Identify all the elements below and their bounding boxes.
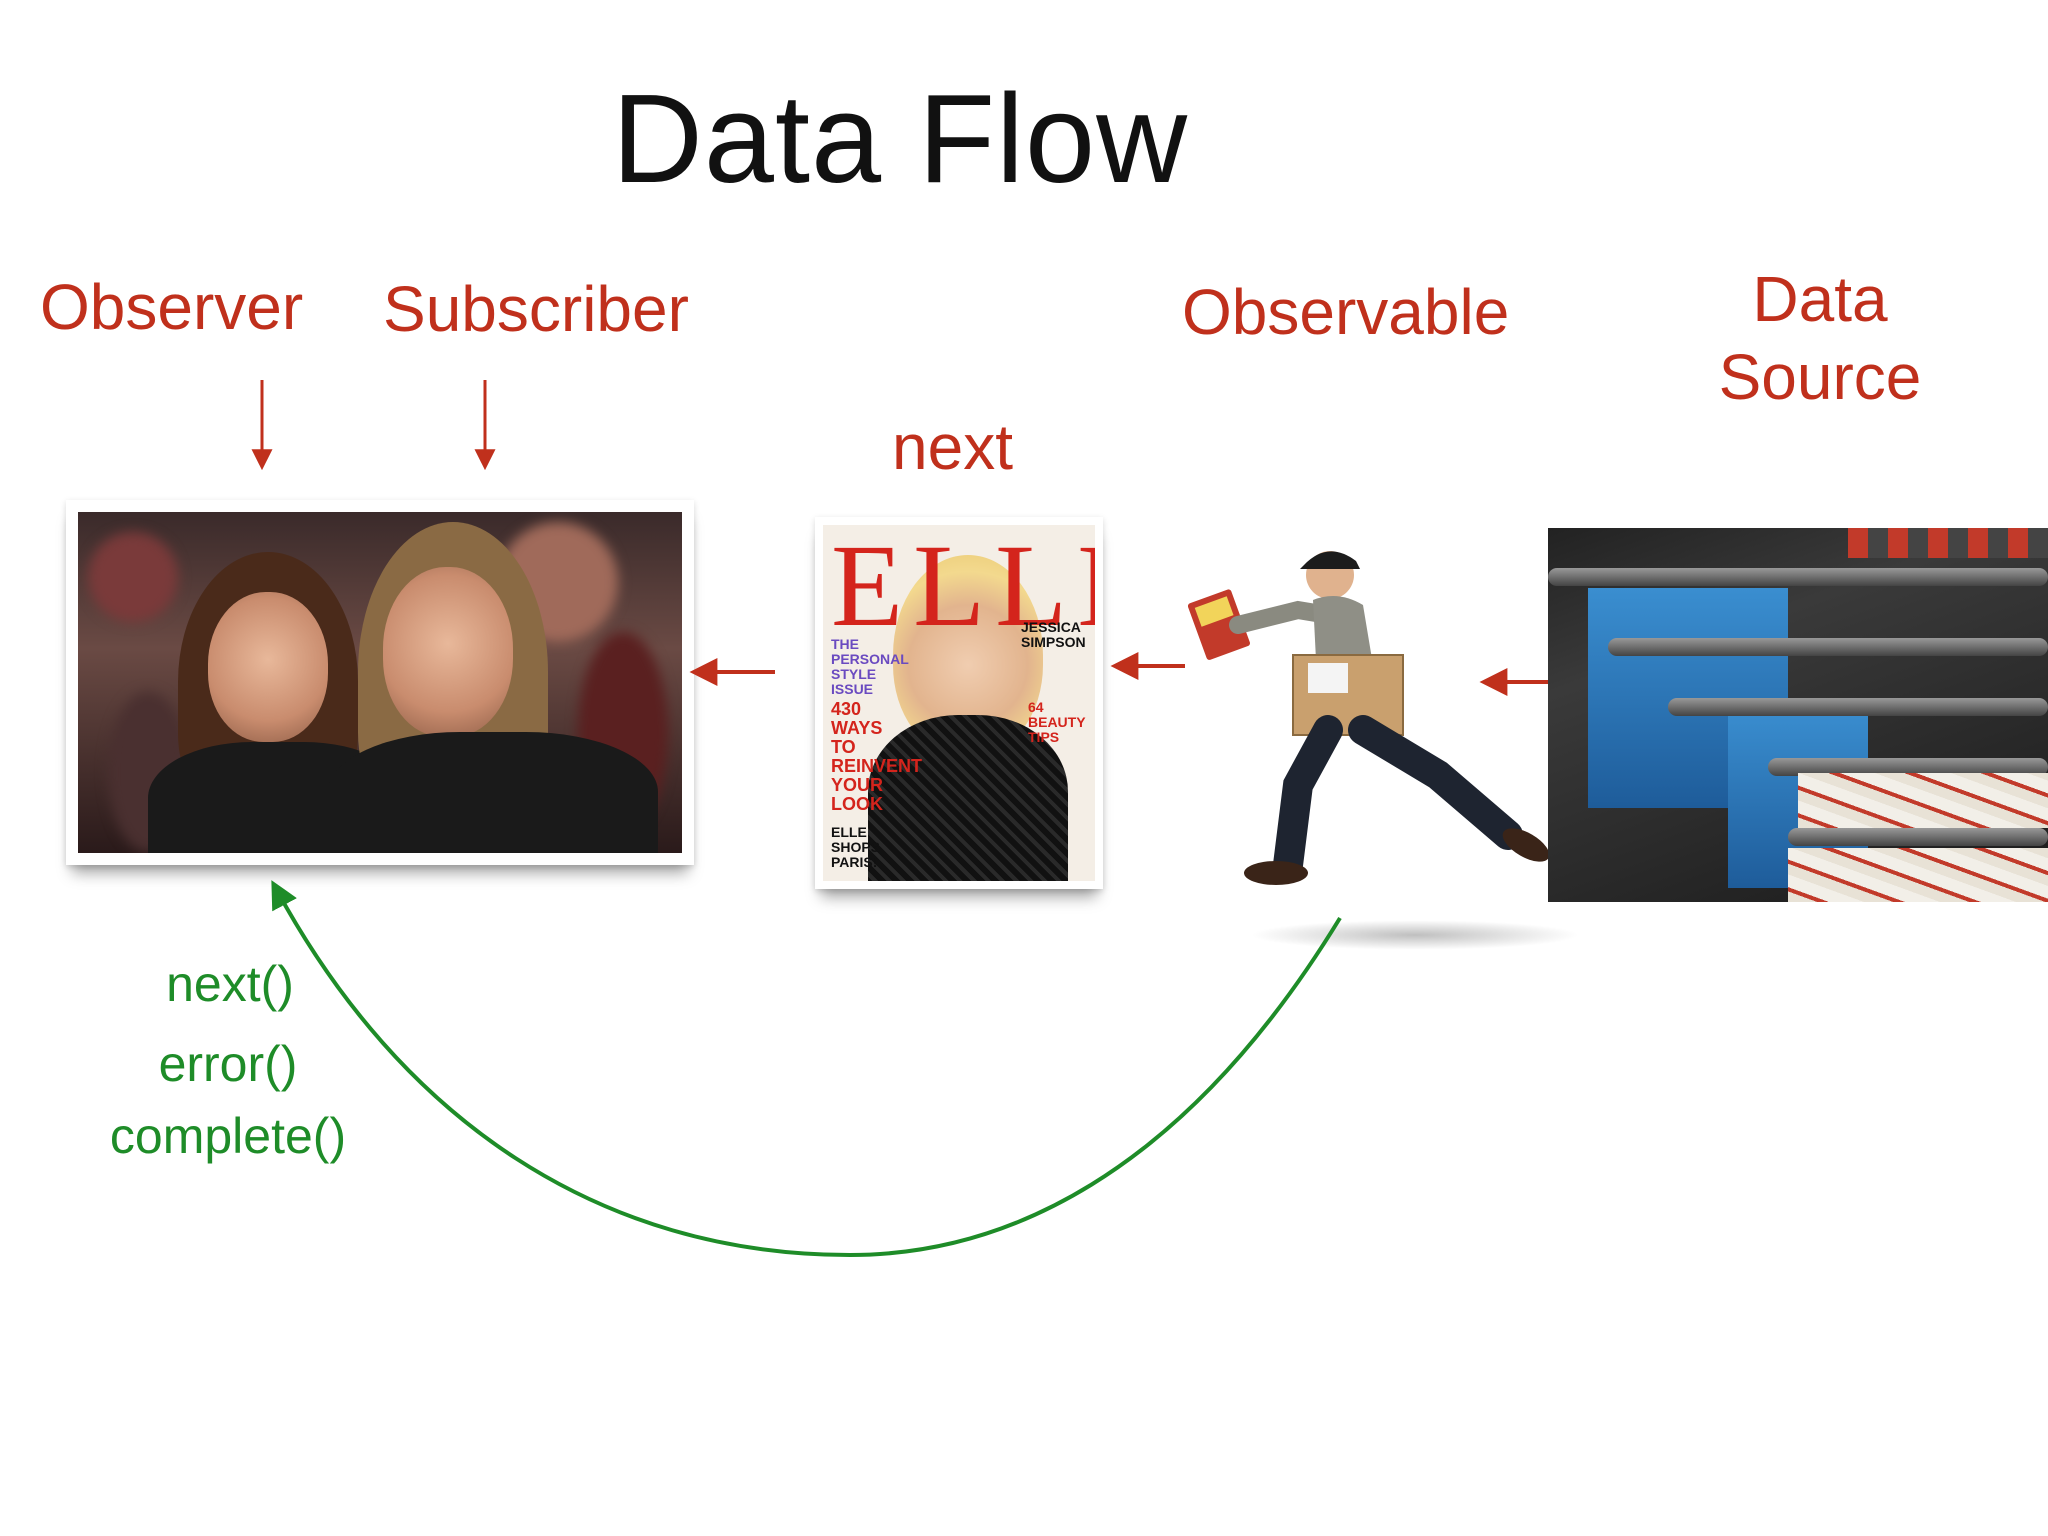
observer-label: Observer <box>40 271 304 343</box>
magazine-cover: ELLE THE PERSONAL STYLE ISSUE 430 WAYS T… <box>823 525 1095 881</box>
cover-line: THE PERSONAL STYLE ISSUE <box>831 636 909 697</box>
courier-photo <box>1187 535 1558 895</box>
courier-shadow <box>1250 920 1580 950</box>
next-label: next <box>892 411 1013 483</box>
printing-press-photo <box>1548 528 2048 902</box>
magazine-logo: ELLE <box>831 525 1095 651</box>
cover-line: 430 WAYS TO REINVENT YOUR LOOK <box>831 699 923 814</box>
magazine-photo: ELLE THE PERSONAL STYLE ISSUE 430 WAYS T… <box>815 517 1103 889</box>
slide-title: Data Flow <box>611 68 1189 209</box>
subscriber-label: Subscriber <box>383 273 689 345</box>
cover-line: 64 BEAUTY TIPS <box>1028 699 1086 745</box>
cover-line: JESSICA SIMPSON <box>1021 619 1086 650</box>
complete-method-label: complete() <box>109 1108 347 1164</box>
data-source-label: Data Source <box>1718 263 1922 413</box>
courier-illustration <box>1187 551 1550 885</box>
observable-label: Observable <box>1182 276 1510 348</box>
callback-curve <box>271 880 1342 1258</box>
next-method-label: next() <box>166 956 294 1012</box>
couple-photo <box>78 512 682 853</box>
observer-subscriber-photo <box>66 500 694 865</box>
error-method-label: error() <box>158 1036 298 1092</box>
cover-line: ELLE SHOPS PARIS! <box>831 824 881 870</box>
